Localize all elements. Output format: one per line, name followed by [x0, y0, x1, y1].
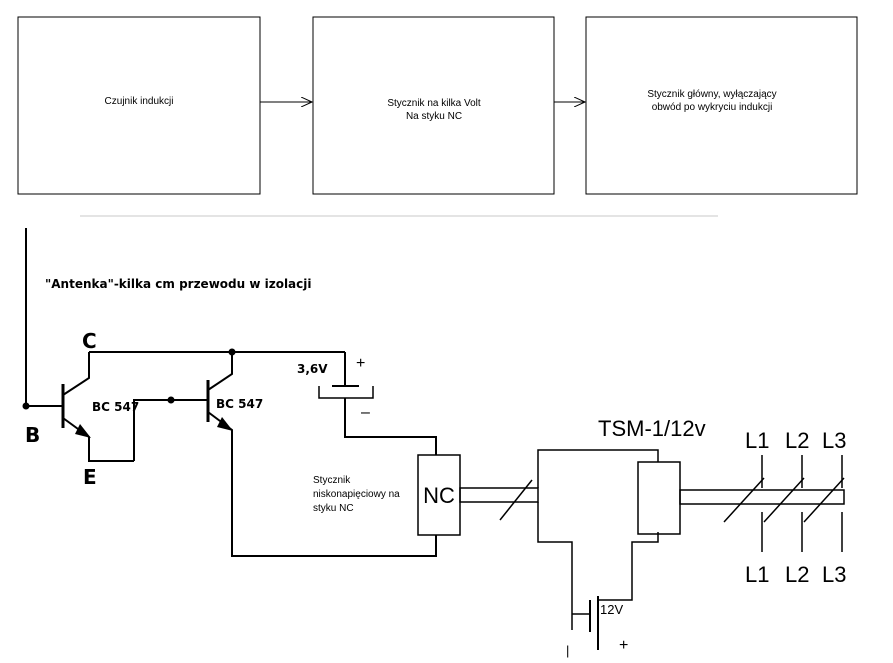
- emitter-to-base-wire: [133, 399, 208, 461]
- block-main-contactor: [585, 16, 858, 195]
- relay-label: NC: [423, 483, 455, 508]
- battery-plus-label: +: [356, 355, 365, 372]
- block-contactor-line-2: obwód po wykryciu indukcji: [652, 102, 773, 113]
- contactor-label: TSM-1/12v: [598, 416, 706, 441]
- battery-minus-label: –: [361, 404, 370, 421]
- collector-label: C: [82, 329, 97, 353]
- supply-plus-label: +: [619, 637, 628, 654]
- transistor2-label: BC 547: [216, 397, 263, 411]
- transistor2-emitter-arrow: [217, 417, 233, 431]
- phase-top-l3: L3: [822, 428, 846, 453]
- supply-voltage-label: 12V: [600, 602, 623, 617]
- phase-top-l1: L1: [745, 428, 769, 453]
- phase-l2-switch: [763, 477, 805, 523]
- battery-short-plate: [318, 386, 374, 399]
- phase-l3-switch: [803, 477, 845, 523]
- battery-voltage-label: 3,6V: [297, 362, 328, 376]
- transistor2-collector: [207, 352, 233, 391]
- relay-linkage: [459, 487, 539, 503]
- block-contactor-line-1: Stycznik główny, wyłączający: [647, 89, 776, 100]
- block-sensor: [17, 16, 261, 195]
- contactor-linkage: [679, 489, 845, 505]
- emitter-label: E: [83, 465, 97, 489]
- block-low-voltage-relay: [312, 16, 555, 195]
- transistor1-emitter-arrow: [75, 424, 91, 438]
- contactor-box: [637, 461, 681, 535]
- phase-l1-switch: [723, 477, 765, 523]
- battery-minus-wire: [344, 398, 437, 455]
- antenna-label: "Antenka"-kilka cm przewodu w izolacji: [45, 277, 312, 291]
- block-diagram: Czujnik indukcji Stycznik na kilka Volt …: [17, 16, 858, 195]
- contactor-feed-right: [598, 532, 659, 601]
- phase-bottom-l3: L3: [822, 562, 846, 587]
- transistor1-label: BC 547: [92, 400, 139, 414]
- block-sensor-line-1: Czujnik indukcji: [105, 96, 174, 107]
- relay-caption-line-3: styku NC: [313, 503, 354, 514]
- transistor1-collector: [62, 352, 90, 396]
- contactor-feed-left: [537, 502, 573, 630]
- contactor-feed-top: [537, 449, 659, 488]
- base-label: B: [25, 423, 40, 447]
- emitter-base-node: [167, 396, 175, 404]
- supply-minus-label: |: [566, 643, 569, 658]
- transistor1-emitter: [62, 417, 134, 462]
- phase-bottom-l1: L1: [745, 562, 769, 587]
- relay-caption-line-2: niskonapięciowy na: [313, 489, 400, 500]
- phase-top-l2: L2: [785, 428, 809, 453]
- phase-bottom-l2: L2: [785, 562, 809, 587]
- block-relay-line-1: Stycznik na kilka Volt: [387, 98, 481, 109]
- relay-linkage-slash: [499, 479, 533, 521]
- schematic: [22, 228, 845, 650]
- relay-caption-line-1: Stycznik: [313, 475, 351, 486]
- schematic-labels: "Antenka"-kilka cm przewodu w izolacji C…: [25, 277, 846, 658]
- block-relay-line-2: Na styku NC: [406, 111, 462, 122]
